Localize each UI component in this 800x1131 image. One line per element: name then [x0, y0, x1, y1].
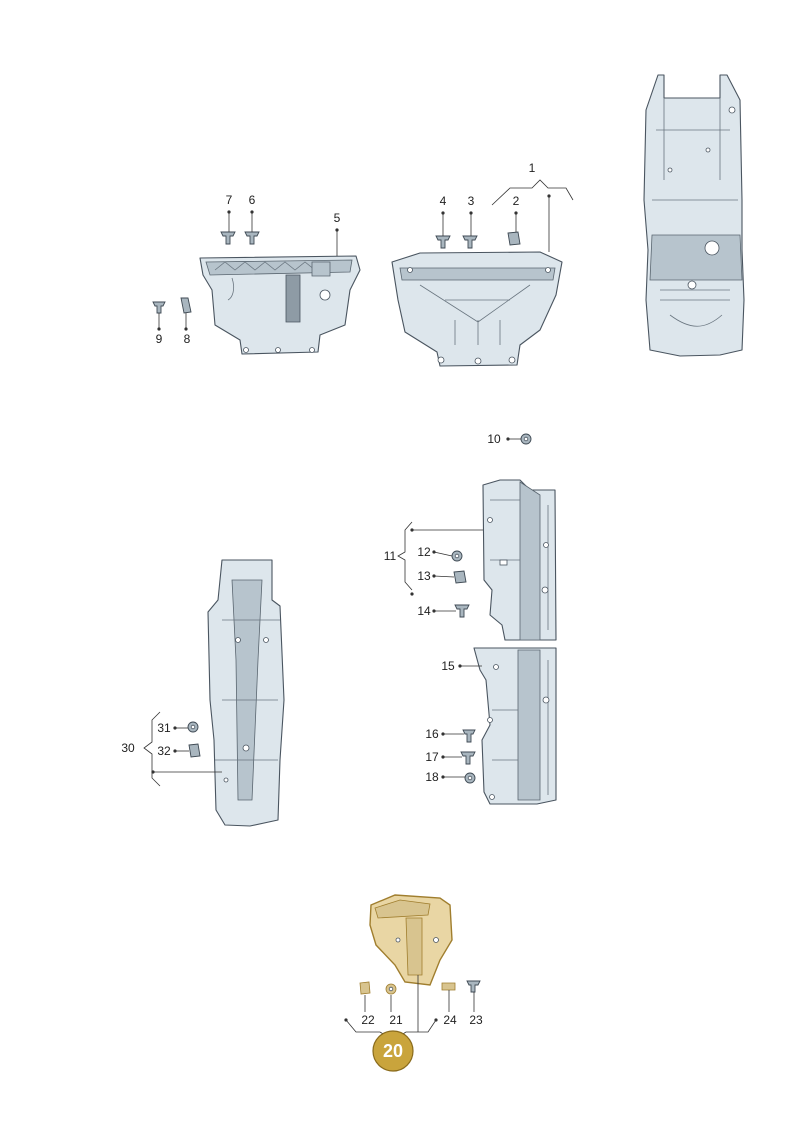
callout-22: 22: [361, 1013, 375, 1027]
callout-3: 3: [468, 194, 475, 208]
clip-nut-2: [507, 231, 521, 246]
clip-23: [466, 980, 481, 993]
callout-6: 6: [249, 193, 256, 207]
callout-11: 11: [384, 549, 397, 563]
clip-17: [460, 751, 476, 765]
callout-24: 24: [443, 1013, 457, 1027]
vehicle-underbody-overview: [643, 74, 745, 357]
callout-17: 17: [425, 750, 439, 764]
nut-21: [385, 983, 397, 995]
callout-15: 15: [441, 659, 455, 673]
callout-18: 18: [425, 770, 439, 784]
clip-14: [454, 604, 470, 618]
leader-lines: [143, 179, 574, 1041]
clip-6: [244, 231, 260, 245]
callout-2: 2: [513, 194, 520, 208]
callout-10: 10: [487, 432, 501, 446]
tunnel-underbody-panel: [207, 559, 285, 827]
callout-30: 30: [121, 741, 135, 755]
callout-7: 7: [226, 193, 233, 207]
callout-5: 5: [334, 211, 341, 225]
callout-16: 16: [425, 727, 439, 741]
engine-undertray-rear: [199, 255, 361, 355]
highlight-badge[interactable]: 20: [372, 1030, 414, 1072]
clip-3: [462, 235, 478, 249]
side-underbody-panel-upper: [482, 479, 557, 641]
callout-21: 21: [389, 1013, 403, 1027]
highlight-badge-label: 20: [383, 1041, 403, 1061]
side-underbody-panel-lower: [473, 647, 557, 805]
callout-31: 31: [157, 721, 171, 735]
nut-18: [464, 772, 476, 784]
clip-24: [441, 982, 456, 991]
callout-4: 4: [440, 194, 447, 208]
callout-32: 32: [157, 744, 171, 758]
clip-4: [435, 235, 451, 249]
callout-1: 1: [529, 161, 536, 175]
highlight-badge-circle: [372, 1030, 414, 1072]
clip-nut-22: [359, 981, 371, 995]
wheel-arch-panel-highlighted: [369, 894, 453, 986]
callout-12: 12: [417, 545, 431, 559]
callout-14: 14: [417, 604, 431, 618]
clip-7: [220, 231, 236, 245]
callout-13: 13: [417, 569, 431, 583]
callout-8: 8: [184, 332, 191, 346]
engine-undertray-front: [391, 251, 563, 367]
clip-8: [180, 297, 192, 314]
nut-10: [520, 433, 532, 445]
clip-nut-32: [188, 743, 201, 758]
clip-16: [462, 729, 476, 743]
nut-12: [451, 550, 463, 562]
nut-31: [187, 721, 199, 733]
callout-labels: 1 2 3 4 5 6 7 8 9 10 11 12 13 14 15 16 1…: [121, 161, 535, 1027]
clip-9: [152, 301, 166, 314]
callout-23: 23: [469, 1013, 483, 1027]
clip-nut-13: [453, 570, 467, 584]
callout-9: 9: [156, 332, 163, 346]
